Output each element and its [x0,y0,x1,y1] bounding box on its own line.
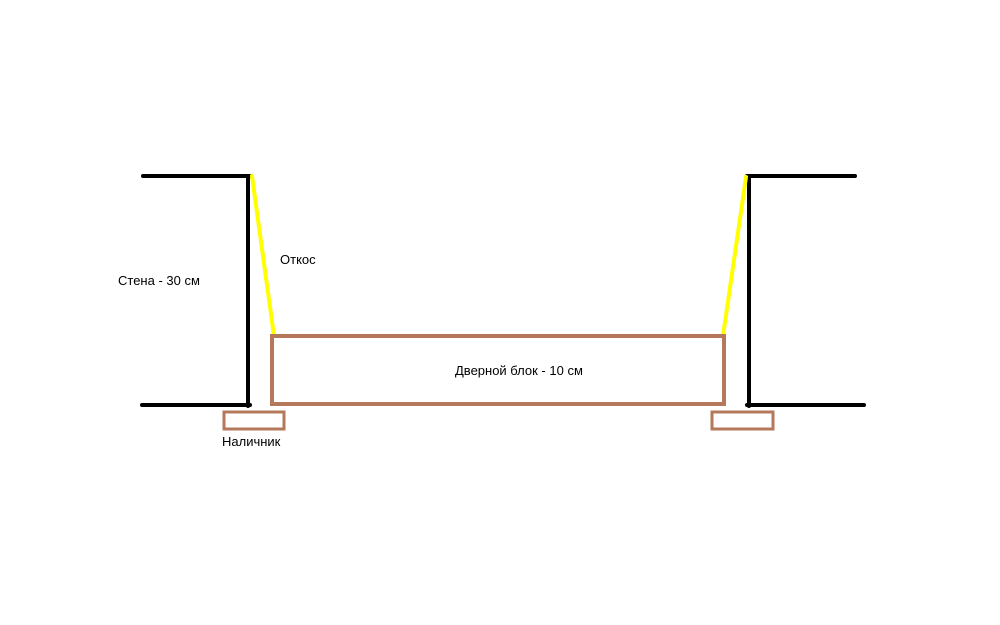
casing-label: Наличник [222,434,281,449]
right-wall [745,174,866,408]
left-wall [140,174,252,408]
wall-label: Стена - 30 см [118,273,200,288]
right-slope [721,175,748,338]
door-block-label: Дверной блок - 10 см [455,363,583,378]
door-block [270,334,726,406]
left-casing [222,410,286,431]
right-casing [710,410,775,431]
slope-label: Откос [280,252,316,267]
left-slope [250,174,276,338]
